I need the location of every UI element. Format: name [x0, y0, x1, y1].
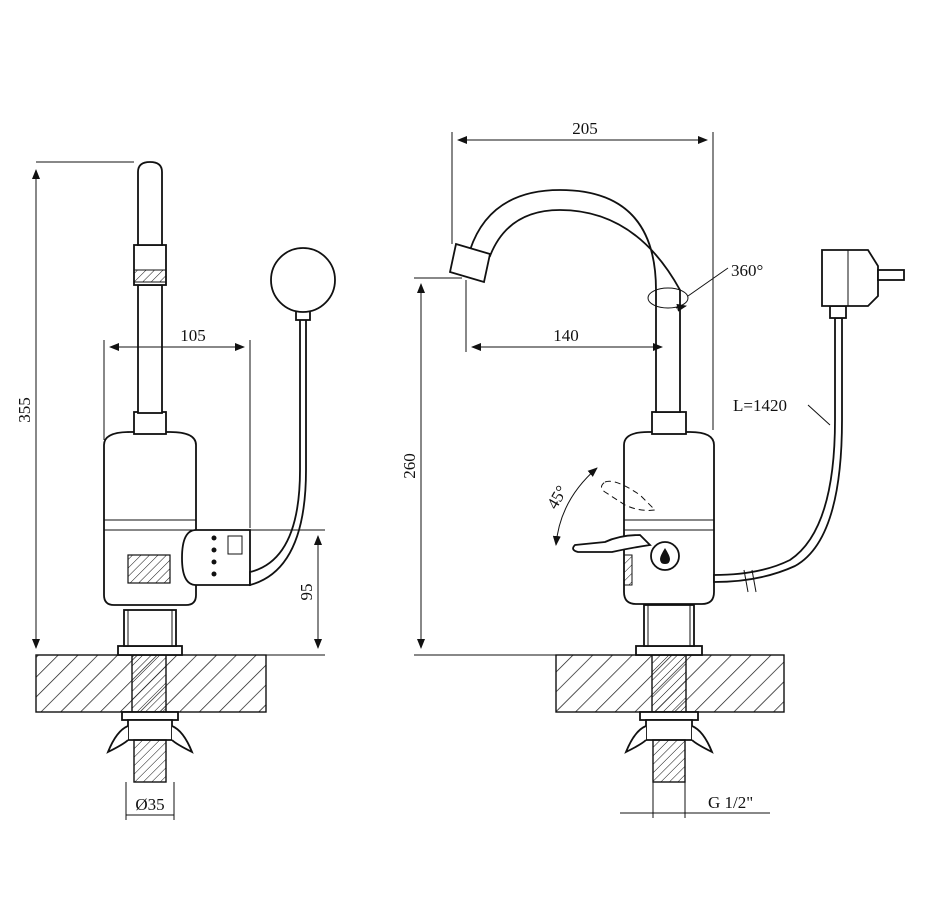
power-plug: [821, 249, 879, 307]
heater-body-left: [103, 431, 197, 606]
handle-ball-left: [270, 247, 336, 313]
dim-spout-reach: 140: [553, 326, 579, 345]
heater-body-right: [623, 431, 715, 605]
dim-base-width: 105: [180, 326, 206, 345]
dim-reach-total: 205: [572, 119, 598, 138]
side-view: 355 105 95 Ø35: [15, 161, 336, 820]
front-view: 360° L=1420 205 140 260 45° G 1/2": [400, 119, 905, 818]
wing-nut-left: [127, 719, 173, 741]
dim-handle-height: 95: [297, 584, 316, 601]
dim-lever-angle: 45°: [543, 482, 571, 512]
lever-handle: [572, 534, 652, 553]
dim-thread: G 1/2": [708, 793, 753, 812]
dim-rotation: 360°: [731, 261, 763, 280]
wing-nut-right: [645, 719, 693, 741]
threaded-rod-left: [131, 651, 167, 723]
dim-height-total: 355: [15, 397, 34, 423]
dim-cable-length: L=1420: [733, 396, 787, 415]
dim-diameter: Ø35: [135, 795, 164, 814]
dim-spout-height: 260: [400, 453, 419, 479]
control-box-left: [181, 529, 251, 586]
